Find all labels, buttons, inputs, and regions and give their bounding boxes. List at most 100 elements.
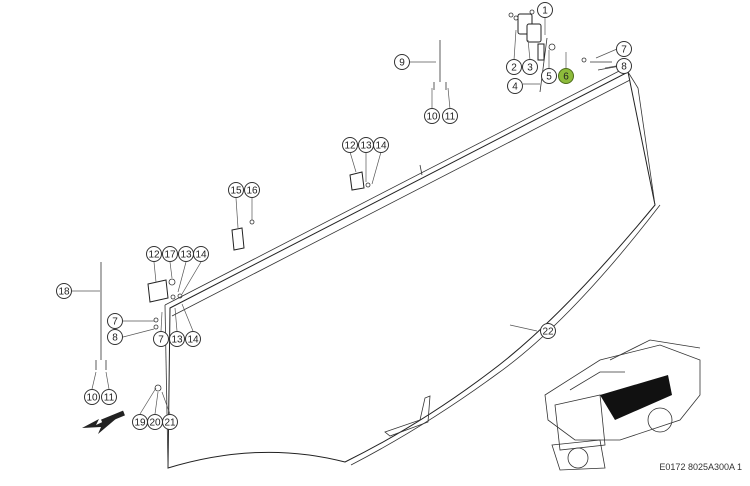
callout-label: 13 — [180, 250, 192, 261]
callout-7: 7 — [107, 313, 123, 329]
callout-circle — [342, 137, 358, 153]
callout-20: 20 — [147, 414, 163, 430]
callout-circle — [522, 59, 538, 75]
callout-circle — [541, 68, 557, 84]
callout-circle — [244, 182, 260, 198]
leader-lines — [72, 17, 618, 415]
callout-label: 21 — [164, 418, 176, 429]
callout-10: 10 — [84, 389, 100, 405]
callout-12: 12 — [146, 246, 162, 262]
callout-17: 17 — [162, 246, 178, 262]
latch-bracket-15 — [231, 219, 255, 251]
callout-5: 5 — [541, 68, 557, 84]
hinge-assembly-top — [508, 9, 621, 93]
callout-label: 19 — [134, 418, 146, 429]
callout-circle — [394, 54, 410, 70]
callout-label: 1 — [542, 6, 548, 17]
callout-label: 14 — [187, 335, 199, 346]
callout-circle — [424, 108, 440, 124]
hinge-bracket-left — [147, 278, 183, 303]
callout-16: 16 — [244, 182, 260, 198]
callout-label: 5 — [546, 72, 552, 83]
gas-strut-9 — [433, 40, 447, 90]
callout-14: 14 — [193, 246, 209, 262]
callout-label: 7 — [112, 317, 118, 328]
side-panel — [164, 67, 661, 469]
callout-1: 1 — [537, 2, 553, 18]
callout-label: 11 — [445, 112, 456, 123]
callout-13: 13 — [358, 137, 374, 153]
callout-circle — [540, 323, 556, 339]
combine-harvester-thumbnail — [544, 339, 701, 471]
callout-label: 17 — [164, 250, 176, 261]
callout-14: 14 — [373, 137, 389, 153]
callout-circle — [193, 246, 209, 262]
callout-label: 11 — [104, 393, 115, 404]
callout-11: 11 — [101, 389, 117, 405]
callout-11: 11 — [442, 108, 458, 124]
callout-circle — [373, 137, 389, 153]
callout-label: 6 — [563, 72, 569, 83]
callout-7: 7 — [153, 331, 169, 347]
callout-circle — [228, 182, 244, 198]
callout-circle — [146, 246, 162, 262]
callout-circle — [153, 331, 169, 347]
callout-circle — [616, 58, 632, 74]
callout-label: 2 — [511, 63, 517, 74]
callout-circle — [507, 78, 523, 94]
callout-label: 10 — [86, 393, 98, 404]
callout-14: 14 — [185, 331, 201, 347]
callout-label: 14 — [375, 141, 387, 152]
callout-22: 22 — [540, 323, 556, 339]
callout-label: 20 — [149, 418, 161, 429]
callout-13: 13 — [178, 246, 194, 262]
callout-circle — [616, 41, 632, 57]
callout-circle — [107, 313, 123, 329]
callout-circle — [101, 389, 117, 405]
callout-label: 16 — [246, 186, 258, 197]
callout-8: 8 — [107, 329, 123, 345]
callout-label: 10 — [426, 112, 438, 123]
callout-21: 21 — [162, 414, 178, 430]
callout-label: 9 — [399, 58, 405, 69]
callout-circle — [107, 329, 123, 345]
callout-circle — [162, 246, 178, 262]
callout-label: 12 — [344, 141, 356, 152]
callout-circle — [442, 108, 458, 124]
callout-circle — [506, 59, 522, 75]
callout-label: 13 — [360, 141, 372, 152]
callout-circle — [84, 389, 100, 405]
figure-code: E0172 8025A300A 1 — [659, 462, 742, 472]
callout-15: 15 — [228, 182, 244, 198]
callout-18: 18 — [56, 283, 72, 299]
callout-8: 8 — [616, 58, 632, 74]
callout-13: 13 — [169, 331, 185, 347]
callout-circle — [169, 331, 185, 347]
callout-label: 8 — [621, 62, 627, 73]
callout-circle — [558, 68, 574, 84]
callout-label: 18 — [58, 287, 70, 298]
callout-12: 12 — [342, 137, 358, 153]
callout-label: 13 — [171, 335, 183, 346]
callout-6: 6 — [558, 68, 574, 84]
callout-label: 15 — [230, 186, 242, 197]
callout-label: 7 — [158, 335, 164, 346]
callout-label: 12 — [148, 250, 160, 261]
callout-circle — [185, 331, 201, 347]
callout-10: 10 — [424, 108, 440, 124]
gas-strut-18 — [95, 262, 162, 392]
hinge-bracket-middle — [349, 171, 371, 191]
callout-label: 7 — [621, 45, 627, 56]
callout-2: 2 — [506, 59, 522, 75]
callout-3: 3 — [522, 59, 538, 75]
callout-circle — [162, 414, 178, 430]
callout-label: 4 — [512, 82, 518, 93]
callout-label: 14 — [195, 250, 207, 261]
callout-4: 4 — [507, 78, 523, 94]
callout-7: 7 — [616, 41, 632, 57]
callout-19: 19 — [132, 414, 148, 430]
callout-9: 9 — [394, 54, 410, 70]
